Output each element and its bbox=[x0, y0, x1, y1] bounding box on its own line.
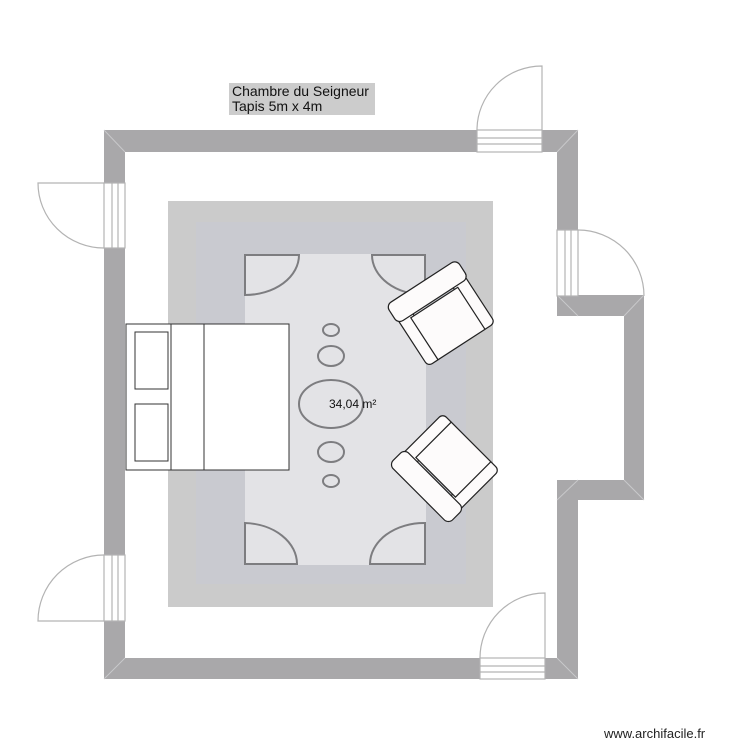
oval-5 bbox=[322, 474, 340, 488]
oval-4 bbox=[317, 441, 345, 463]
pillow-bottom bbox=[134, 403, 169, 462]
room-title: Chambre du Seigneur bbox=[232, 83, 369, 99]
armchair-upper[interactable] bbox=[386, 260, 497, 368]
door-right-upper[interactable] bbox=[556, 229, 645, 297]
pillow-top bbox=[134, 331, 169, 390]
right-alcove-bottom bbox=[557, 480, 644, 500]
wall-seams bbox=[103, 129, 645, 680]
corner-arc-br bbox=[368, 521, 426, 565]
watermark-link[interactable]: www.archifacile.fr bbox=[604, 726, 706, 741]
corner-arc-tl bbox=[244, 254, 301, 297]
armchair-lower[interactable] bbox=[389, 412, 501, 524]
area-label: 34,04 m² bbox=[329, 397, 377, 411]
right-wall-lower bbox=[557, 480, 578, 679]
door-left-top[interactable] bbox=[37, 182, 126, 249]
bed[interactable] bbox=[125, 323, 290, 471]
rug-size-note: Tapis 5m x 4m bbox=[232, 98, 323, 114]
right-alcove-side bbox=[624, 295, 644, 500]
door-top-right[interactable] bbox=[476, 65, 543, 153]
room-label: Chambre du Seigneur Tapis 5m x 4m bbox=[229, 83, 375, 115]
oval-center bbox=[298, 379, 364, 429]
oval-1 bbox=[322, 323, 340, 337]
right-alcove-top bbox=[557, 295, 644, 316]
corner-arc-bl bbox=[244, 521, 299, 565]
door-left-bottom[interactable] bbox=[37, 554, 126, 622]
door-bottom-right[interactable] bbox=[479, 592, 546, 680]
doors bbox=[37, 65, 645, 680]
rug-motifs bbox=[244, 254, 426, 565]
top-wall bbox=[104, 130, 578, 152]
left-wall bbox=[104, 130, 125, 679]
oval-2 bbox=[317, 345, 345, 367]
bottom-wall bbox=[104, 658, 578, 679]
